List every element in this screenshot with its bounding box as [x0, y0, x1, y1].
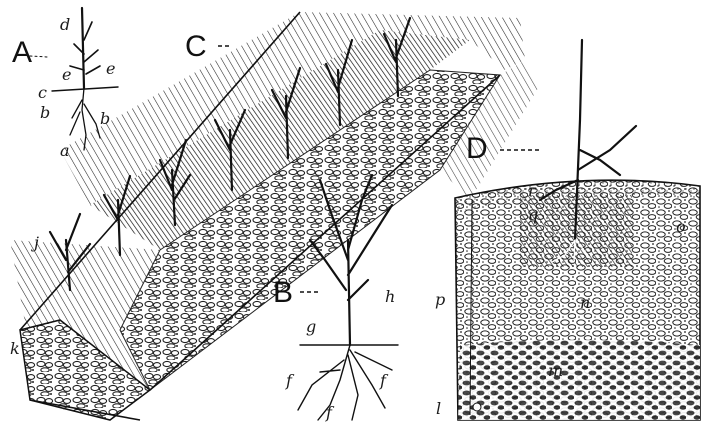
seedling-a-stem: [82, 8, 84, 88]
mark-a-e1: e: [62, 65, 71, 84]
mark-d-q: q: [528, 205, 538, 224]
panel-label-c: C: [185, 30, 207, 63]
mark-d-p: p: [435, 290, 445, 309]
panel-label-a: A: [12, 36, 32, 69]
mark-a-a: a: [60, 141, 70, 160]
soil-marker-dot: [473, 403, 481, 411]
mark-a-d: d: [60, 15, 70, 34]
panel-label-b: B: [273, 276, 293, 309]
mark-d-n: n: [580, 293, 590, 312]
plant-b-roots: [298, 345, 392, 420]
mark-d-r: r: [528, 181, 537, 200]
mark-d-l: l: [436, 399, 441, 418]
mark-c-k: k: [10, 339, 20, 358]
panel-label-d: D: [466, 132, 488, 165]
mark-b-h: h: [385, 287, 395, 306]
mark-a-e2: e: [106, 59, 115, 78]
mark-d-o: o: [676, 217, 686, 236]
mark-b-f3: f: [325, 403, 335, 422]
mark-a-b2: b: [100, 109, 110, 128]
soil-bottom-layer: [458, 340, 700, 420]
mark-d-m: m: [548, 361, 563, 380]
mark-b-f1: f: [285, 371, 295, 390]
mark-a-c: c: [38, 83, 47, 102]
mark-b-f2: f: [379, 371, 389, 390]
mark-b-g: g: [306, 317, 316, 336]
mark-a-b1: b: [40, 103, 50, 122]
